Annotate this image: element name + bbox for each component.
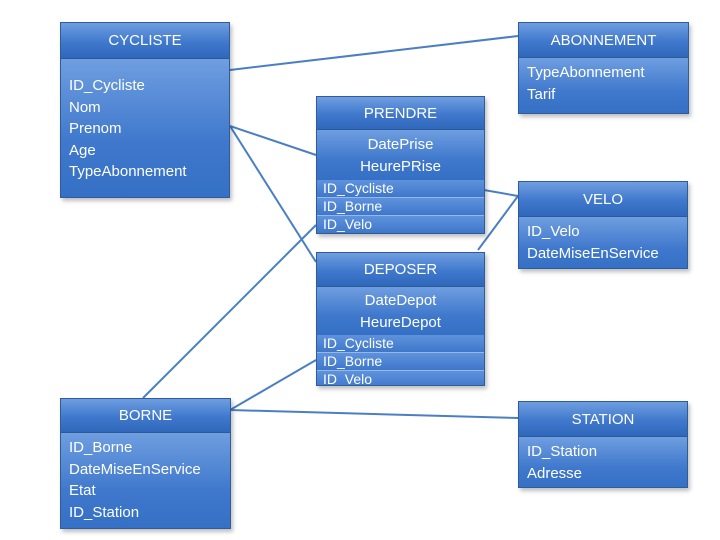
attr-id-borne: ID_Borne: [69, 439, 133, 456]
attr-tarif: Tarif: [527, 85, 556, 103]
entity-cycliste-attributes: ID_Cycliste Nom Prenom Age TypeAbonnemen…: [61, 59, 229, 197]
attr-age: Age: [69, 141, 96, 159]
attr-date-depot: DateDepot: [364, 292, 437, 309]
entity-station: STATION ID_Station Adresse: [518, 401, 688, 488]
attr-etat: Etat: [69, 482, 96, 499]
attr-type-abonnement: TypeAbonnement: [527, 64, 645, 81]
entity-prendre-title: PRENDRE: [317, 97, 484, 130]
key-id-velo: ID_Velo: [317, 216, 484, 233]
link-cycliste-deposer: [229, 125, 317, 263]
entity-borne-attributes: ID_Borne DateMiseEnService Etat ID_Stati…: [61, 433, 230, 528]
entity-velo: VELO ID_Velo DateMiseEnService: [518, 181, 688, 269]
entity-station-title: STATION: [519, 402, 687, 437]
key-id-cycliste: ID_Cycliste: [317, 180, 484, 198]
entity-velo-title: VELO: [519, 182, 687, 217]
entity-prendre-attributes: DatePrise HeurePRise: [317, 130, 484, 180]
attr-id-velo: ID_Velo: [527, 223, 580, 240]
key-id-velo: ID_Velo: [317, 371, 484, 385]
entity-abonnement: ABONNEMENT TypeAbonnement Tarif: [518, 22, 689, 114]
link-borne-prendre: [142, 224, 317, 399]
attr-heure-prise: HeurePRise: [360, 157, 441, 175]
attr-adresse: Adresse: [527, 464, 583, 482]
link-borne-deposer: [229, 359, 317, 411]
link-cycliste-abonnement: [229, 35, 519, 71]
entity-abonnement-attributes: TypeAbonnement Tarif: [519, 58, 688, 113]
attr-id-station: ID_Station: [69, 503, 140, 521]
attr-id-station: ID_Station: [527, 443, 598, 460]
key-id-borne: ID_Borne: [317, 353, 484, 371]
entity-borne: BORNE ID_Borne DateMiseEnService Etat ID…: [60, 398, 231, 529]
link-cycliste-prendre: [229, 125, 317, 156]
entity-deposer-attributes: DateDepot HeureDepot: [317, 287, 484, 335]
attr-nom: Nom: [69, 98, 101, 116]
entity-prendre-keys: ID_Cycliste ID_Borne ID_Velo: [317, 180, 484, 233]
entity-borne-title: BORNE: [61, 399, 230, 433]
link-prendre-velo: [483, 189, 519, 197]
attr-heure-depot: HeureDepot: [360, 313, 441, 331]
entity-prendre: PRENDRE DatePrise HeurePRise ID_Cycliste…: [316, 96, 485, 234]
entity-deposer-title: DEPOSER: [317, 253, 484, 287]
attr-id-cycliste: ID_Cycliste: [69, 77, 145, 94]
entity-deposer-keys: ID_Cycliste ID_Borne ID_Velo: [317, 335, 484, 385]
entity-cycliste-title: CYCLISTE: [61, 23, 229, 59]
attr-date-prise: DatePrise: [367, 136, 434, 153]
attr-date-mise-en-service: DateMiseEnService: [527, 244, 659, 262]
entity-station-attributes: ID_Station Adresse: [519, 437, 687, 487]
attr-prenom: Prenom: [69, 120, 122, 137]
entity-velo-attributes: ID_Velo DateMiseEnService: [519, 217, 687, 268]
link-borne-station: [229, 409, 519, 419]
entity-deposer: DEPOSER DateDepot HeureDepot ID_Cycliste…: [316, 252, 485, 386]
attr-date-mise-en-service: DateMiseEnService: [69, 460, 201, 478]
entity-cycliste: CYCLISTE ID_Cycliste Nom Prenom Age Type…: [60, 22, 230, 198]
entity-abonnement-title: ABONNEMENT: [519, 23, 688, 58]
key-id-cycliste: ID_Cycliste: [317, 335, 484, 353]
attr-type-abonnement: TypeAbonnement: [69, 163, 187, 180]
key-id-borne: ID_Borne: [317, 198, 484, 216]
